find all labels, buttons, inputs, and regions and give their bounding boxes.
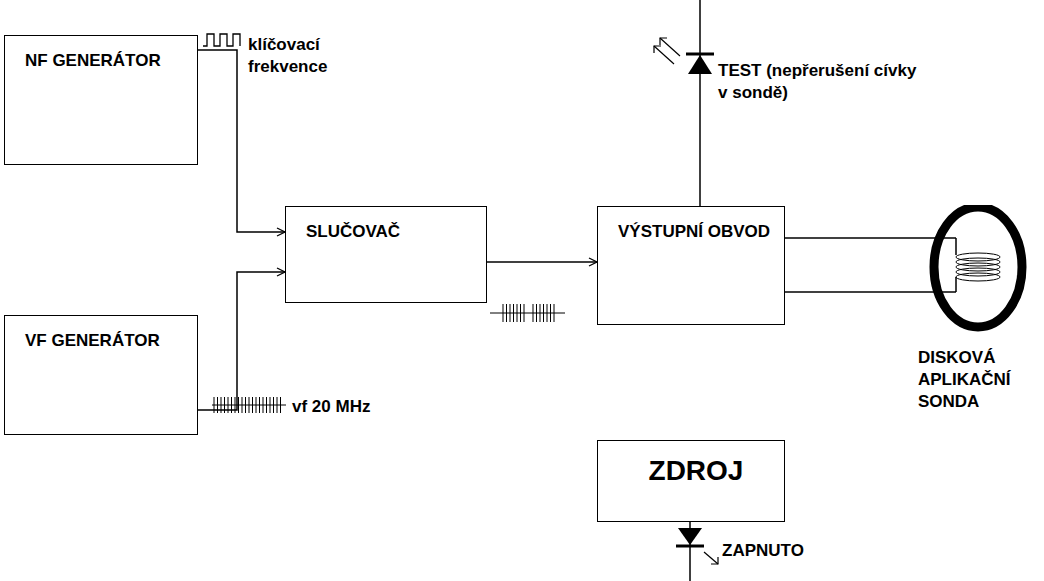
led-label: ZAPNUTO — [722, 540, 832, 562]
node-text: DISKOVÁ APLIKAČNÍ SONDA — [918, 347, 1030, 413]
connector — [198, 50, 285, 232]
node-text: NF GENERÁTOR — [25, 50, 187, 72]
output-circuit-box: VÝSTUPNÍ OBVOD — [597, 206, 785, 325]
signal-label: vf 20 MHz — [292, 396, 392, 418]
node-text: VÝSTUPNÍ OBVOD — [618, 221, 774, 243]
led-label: TEST (nepřerušení cívky v sondě) — [718, 60, 928, 104]
power-supply-box: ZDROJ — [597, 440, 785, 522]
disc-probe: DISKOVÁ APLIKAČNÍ SONDA — [928, 205, 1040, 415]
power-led — [676, 522, 718, 581]
connector — [198, 272, 285, 410]
connector — [785, 291, 928, 293]
pulse-symbol — [203, 34, 240, 46]
signal-label: klíčovací frekvence — [248, 34, 368, 78]
generator-box: NF GENERÁTOR — [4, 35, 198, 165]
node-text: VF GENERÁTOR — [25, 330, 187, 352]
connector — [785, 237, 928, 239]
modulated-signal-symbol — [490, 304, 565, 322]
connector — [487, 261, 597, 263]
node-text: ZDROJ — [618, 455, 774, 487]
node-text: SLUČOVAČ — [306, 221, 476, 243]
probe-outline — [928, 205, 1040, 340]
test-led — [654, 0, 714, 206]
generator-box: VF GENERÁTOR — [4, 315, 198, 435]
mixer-box: SLUČOVAČ — [285, 206, 487, 303]
